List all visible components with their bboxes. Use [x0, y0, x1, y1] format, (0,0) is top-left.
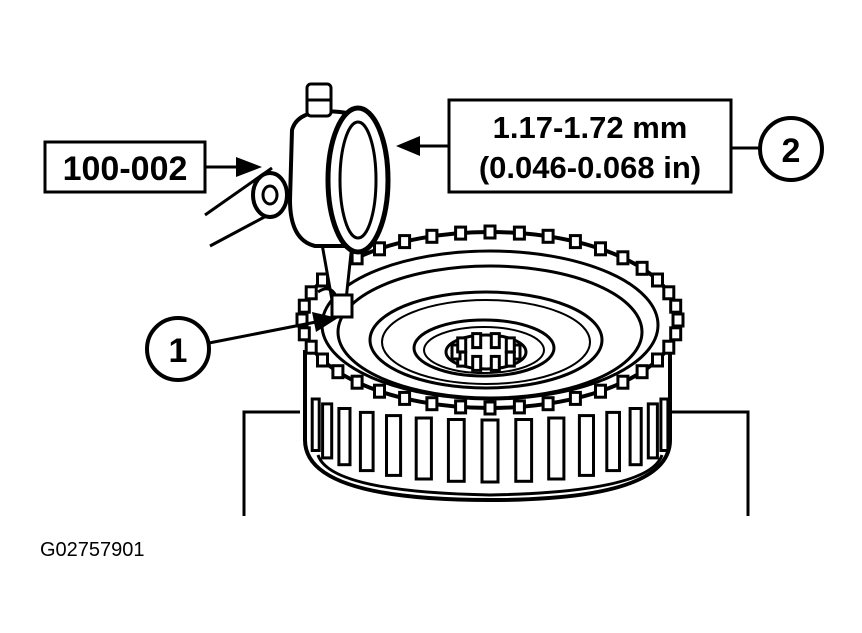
rim-tooth [304, 339, 318, 355]
drum-lug [605, 410, 621, 473]
rim-tooth [541, 396, 555, 412]
hub-spline [471, 332, 483, 350]
rim-tooth [316, 352, 329, 368]
rim-tooth [398, 390, 412, 406]
tool-number-label: 100-002 [63, 150, 188, 188]
rim-tooth [635, 260, 649, 276]
drum-lug [646, 402, 659, 460]
rim-tooth [669, 298, 683, 314]
bench-fixture [242, 410, 750, 516]
drum-lug [480, 418, 500, 484]
callout-1: 1 [145, 312, 338, 382]
figure-id: G02757901 [40, 539, 145, 561]
rim-tooth [541, 228, 555, 244]
drum-lug [321, 402, 334, 460]
rim-tooth [304, 285, 318, 301]
rim-tooth [454, 225, 468, 241]
rim-tooth [568, 390, 582, 406]
rim-tooth [425, 228, 439, 244]
rim-tooth [297, 326, 311, 342]
callout-1-number: 1 [169, 332, 188, 370]
drum-lug [446, 418, 466, 483]
rim-tooth [512, 225, 526, 241]
rim-tooth [454, 399, 468, 415]
clutch-drum [295, 224, 685, 503]
callout-1-arrow-icon [312, 312, 338, 332]
hub-spline [489, 332, 501, 350]
drum-lug [659, 397, 670, 452]
drum-lug [358, 410, 375, 473]
rim-tooth [425, 396, 439, 412]
spec-metric-text: 1.17-1.72 mm [493, 110, 688, 145]
dial-indicator [204, 82, 391, 319]
tool-label-callout: 100-002 [43, 140, 262, 194]
drum-lug [547, 416, 566, 481]
rim-tooth [594, 383, 607, 399]
rim-tooth [373, 383, 386, 399]
tool-arrow-icon [236, 157, 262, 177]
rim-tooth [616, 374, 630, 390]
rim-tooth [651, 272, 664, 288]
rim-tooth [671, 312, 685, 328]
hub-spline [489, 354, 501, 372]
rim-tooth [350, 374, 364, 390]
rim-tooth [373, 241, 386, 257]
rim-tooth [331, 364, 345, 380]
callout-2: 2 [758, 116, 824, 182]
rim-tooth [398, 234, 412, 250]
hub-spline [504, 350, 516, 368]
drum-lug [385, 414, 403, 477]
drum-lug [628, 407, 643, 467]
drum-lug [577, 414, 596, 477]
rim-tooth [662, 285, 676, 301]
drum-spline-lugs [310, 397, 670, 484]
rim-tooth [616, 250, 630, 266]
drum-lug [310, 397, 321, 452]
rim-tooth [297, 298, 311, 314]
callout-2-number: 2 [782, 132, 801, 170]
rim-tooth [512, 399, 526, 415]
drum-lug [414, 416, 433, 481]
spec-imperial-text: (0.046-0.068 in) [479, 150, 701, 185]
spec-label-callout: 1.17-1.72 mm (0.046-0.068 in) [396, 98, 760, 194]
rim-tooth [594, 241, 607, 257]
hub-spline [504, 336, 516, 354]
hub-splines [450, 332, 522, 372]
rim-tooth [635, 364, 649, 380]
hub-spline [471, 354, 483, 372]
spec-arrow-icon [396, 136, 420, 156]
hub-spline [456, 336, 468, 354]
drum-lug [337, 407, 352, 467]
rim-tooth [483, 400, 497, 416]
rim-tooth [669, 326, 683, 342]
rim-tooth [316, 272, 329, 288]
rim-tooth [483, 224, 497, 240]
rim-tooth [568, 234, 582, 250]
drum-lug [514, 418, 534, 483]
rim-tooth [662, 339, 676, 355]
rim-tooth [651, 352, 664, 368]
